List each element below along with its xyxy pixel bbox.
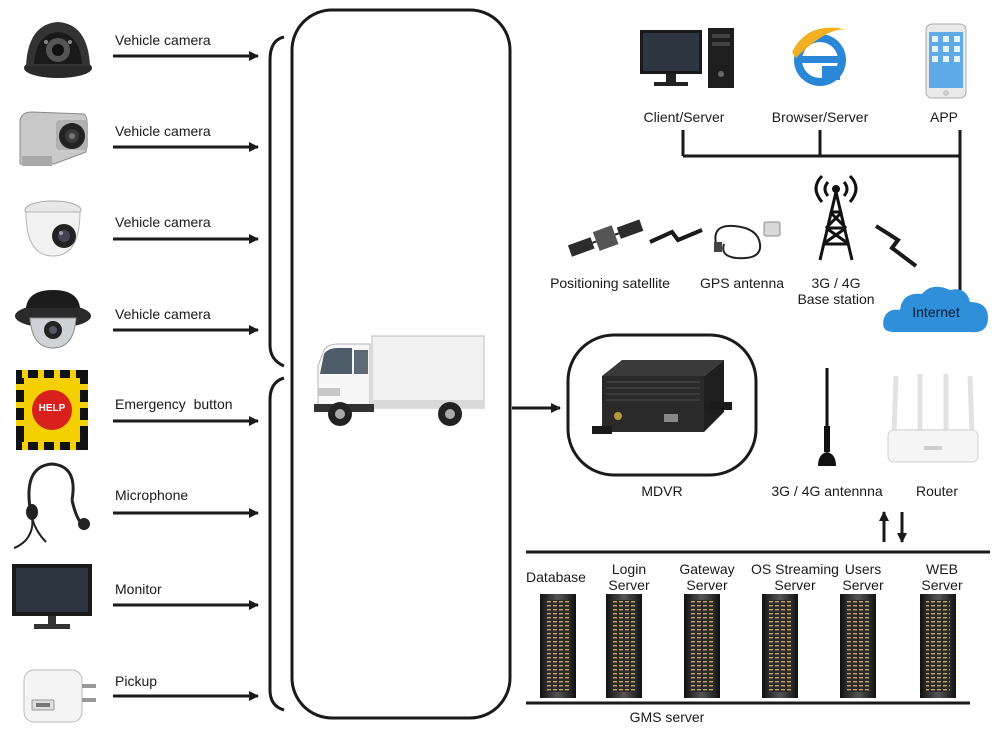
server-label-gateway: Gateway Server xyxy=(668,561,746,593)
input-label-microphone: Microphone xyxy=(115,487,189,503)
client-label-client-server: Client/Server xyxy=(643,109,725,125)
server-label-web-line1: WEB xyxy=(926,561,958,577)
label-positioning-satellite: Positioning satellite xyxy=(550,275,670,291)
server-label-login: Login Server xyxy=(592,561,666,593)
rack-login-server xyxy=(606,594,642,698)
rack-os-streaming-server xyxy=(762,594,798,698)
mini-dome-camera-icon xyxy=(18,196,88,262)
server-label-os-streaming: OS Streaming Server xyxy=(746,561,844,593)
label-gms-server: GMS server xyxy=(629,709,705,725)
label-gps-antenna: GPS antenna xyxy=(699,275,785,291)
rack-database xyxy=(540,594,576,698)
rack-gateway-server xyxy=(684,594,720,698)
dome-camera-icon xyxy=(20,14,96,84)
server-label-gateway-line2: Server xyxy=(686,577,728,593)
client-label-browser-server: Browser/Server xyxy=(771,109,869,125)
help-button-icon: HELP xyxy=(16,370,88,450)
server-label-web-line2: Server xyxy=(921,577,963,593)
input-label-vehicle-camera-4: Vehicle camera xyxy=(115,306,211,322)
input-label-vehicle-camera-3: Vehicle camera xyxy=(115,214,211,230)
input-label-vehicle-camera-1: Vehicle camera xyxy=(115,32,211,48)
wireless-signal-satellite xyxy=(649,228,703,244)
gps-antenna-icon xyxy=(706,214,786,266)
monitor-icon xyxy=(10,562,94,634)
router-icon xyxy=(884,372,982,468)
internet-cloud-icon: Internet xyxy=(880,282,992,338)
bullet-camera-icon xyxy=(14,106,94,172)
microphone-headset-icon xyxy=(8,460,96,550)
base-station-tower-icon xyxy=(800,168,872,264)
satellite-icon xyxy=(566,216,646,262)
internet-label: Internet xyxy=(912,304,960,320)
phone-icon xyxy=(924,22,968,100)
label-mdvr: MDVR xyxy=(641,483,683,499)
mdvr-device-icon xyxy=(592,354,738,448)
vehicle-container xyxy=(290,8,512,720)
server-label-database: Database xyxy=(514,569,598,585)
server-label-users-line2: Server xyxy=(842,577,884,593)
server-label-gateway-line1: Gateway xyxy=(679,561,735,577)
vandal-dome-camera-icon xyxy=(12,286,94,352)
truck-icon xyxy=(310,330,490,430)
desktop-computer-icon xyxy=(638,26,738,96)
brace-peripherals xyxy=(268,376,285,712)
rack-users-server xyxy=(840,594,876,698)
server-label-login-line1: Login xyxy=(611,561,647,577)
label-router: Router xyxy=(915,483,959,499)
server-label-os-streaming-line2: Server xyxy=(774,577,816,593)
server-label-database-line1: Database xyxy=(526,569,586,585)
input-label-monitor: Monitor xyxy=(115,581,162,597)
pickup-adapter-icon xyxy=(14,664,102,726)
input-arrows xyxy=(113,51,259,701)
help-badge-text: HELP xyxy=(38,403,66,414)
label-base-station-line2: Base station xyxy=(797,291,875,307)
mdvr-frame xyxy=(566,333,758,477)
wireless-signal-base xyxy=(874,224,918,268)
server-label-os-streaming-line1: OS Streaming xyxy=(751,561,839,577)
server-label-web: WEB Server xyxy=(906,561,978,593)
input-label-vehicle-camera-2: Vehicle camera xyxy=(115,123,211,139)
label-base-station-line1: 3G / 4G xyxy=(811,275,861,291)
server-label-users: Users Server xyxy=(834,561,892,593)
router-link-arrows xyxy=(879,511,907,543)
input-label-emergency-button: Emergency button xyxy=(115,396,233,412)
server-label-users-line1: Users xyxy=(844,561,882,577)
client-label-app: APP xyxy=(929,109,958,125)
server-label-login-line2: Server xyxy=(608,577,650,593)
antenna-icon xyxy=(814,366,840,470)
browser-icon xyxy=(788,22,852,92)
brace-cameras xyxy=(268,35,285,368)
input-label-pickup: Pickup xyxy=(115,673,158,689)
client-bus xyxy=(681,130,962,290)
label-3g-4g-antenna: 3G / 4G antennna xyxy=(771,483,883,499)
rack-web-server xyxy=(920,594,956,698)
